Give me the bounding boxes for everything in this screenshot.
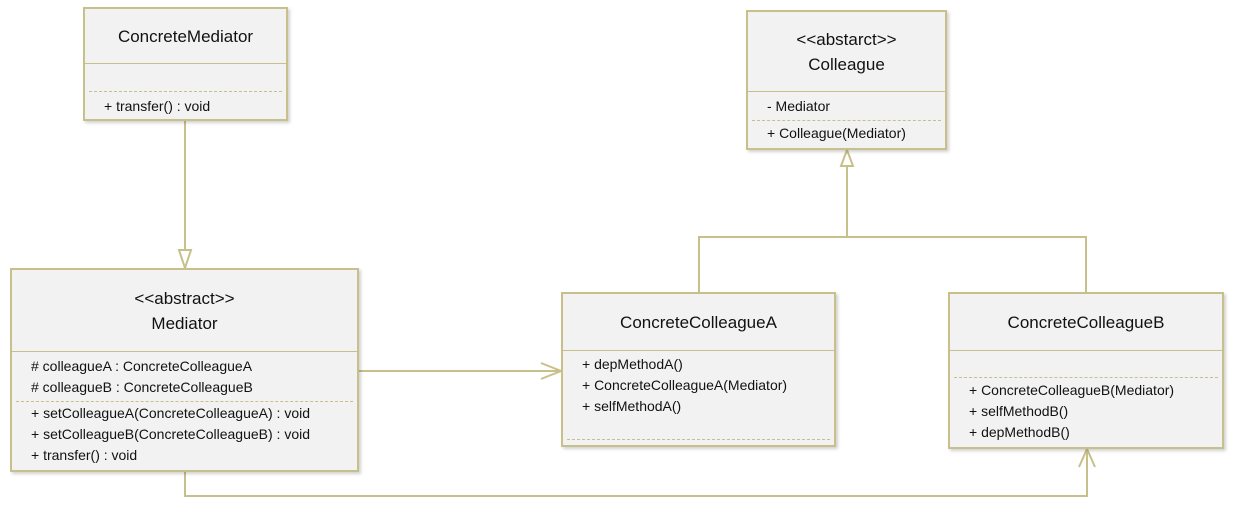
section-separator (567, 439, 830, 440)
attribute-row: + depMethodA() (582, 356, 683, 372)
class-colleague: <<abstarct>> Colleague - Mediator + Coll… (746, 10, 947, 150)
method-row: + depMethodB() (969, 424, 1070, 440)
method-row: + setColleagueB(ConcreteColleagueB) : vo… (31, 426, 310, 442)
class-name: ConcreteMediator (117, 26, 254, 46)
attributes-section: + depMethodA() + ConcreteColleagueA(Medi… (563, 351, 834, 439)
method-row: + setColleagueA(ConcreteColleagueA) : vo… (31, 405, 310, 421)
section-separator (16, 401, 353, 402)
attribute-row: - Mediator (767, 98, 831, 114)
class-header: ConcreteColleagueB (950, 294, 1222, 351)
methods-section: + setColleagueA(ConcreteColleagueA) : vo… (12, 402, 357, 466)
class-name: Colleague (808, 54, 885, 74)
class-mediator: <<abstract>> Mediator # colleagueA : Con… (10, 268, 359, 472)
method-row: + Colleague(Mediator) (767, 125, 906, 141)
class-name: Mediator (151, 313, 218, 333)
attributes-section: - Mediator (748, 92, 945, 120)
section-separator (752, 120, 941, 121)
attribute-row: # colleagueB : ConcreteColleagueB (31, 379, 253, 395)
class-concretecolleaguea: ConcreteColleagueA + depMethodA() + Conc… (561, 292, 836, 447)
attribute-row: + ConcreteColleagueA(Mediator) (582, 377, 788, 393)
association-arrowhead-colleagueb (1078, 446, 1096, 468)
methods-section: + ConcreteColleagueB(Mediator) + selfMet… (950, 378, 1222, 443)
method-row: + selfMethodB() (969, 403, 1069, 419)
class-concretemediator: ConcreteMediator + transfer() : void (83, 7, 288, 121)
section-separator (89, 91, 282, 92)
methods-section: + transfer() : void (85, 92, 286, 117)
class-header: <<abstract>> Mediator (12, 270, 357, 352)
class-stereotype: <<abstarct>> (796, 29, 897, 49)
class-name: ConcreteColleagueA (620, 312, 777, 332)
class-header: ConcreteMediator (85, 9, 286, 64)
class-header: <<abstarct>> Colleague (748, 12, 945, 92)
attribute-row: + selfMethodA() (582, 398, 682, 414)
generalization-colleagueb-colleague (847, 236, 1087, 292)
attributes-section (950, 351, 1222, 377)
section-separator (954, 377, 1218, 378)
generalization-arrowhead-colleague (839, 147, 855, 167)
class-concretecolleagueb: ConcreteColleagueB + ConcreteColleagueB(… (948, 292, 1224, 449)
method-row: + transfer() : void (104, 98, 211, 114)
class-name: ConcreteColleagueB (1007, 312, 1165, 332)
generalization-arrowhead-mediator (177, 249, 193, 272)
generalization-colleaguea-colleague (698, 166, 848, 292)
attribute-row: # colleagueA : ConcreteColleagueA (31, 358, 253, 374)
class-header: ConcreteColleagueA (563, 294, 834, 351)
method-row: + transfer() : void (31, 447, 138, 463)
class-stereotype: <<abstract>> (134, 288, 235, 308)
association-mediator-colleagueb (184, 449, 1088, 497)
method-row: + ConcreteColleagueB(Mediator) (969, 382, 1175, 398)
methods-section: + Colleague(Mediator) (748, 121, 945, 144)
attributes-section (85, 64, 286, 91)
attributes-section: # colleagueA : ConcreteColleagueA # coll… (12, 352, 357, 401)
